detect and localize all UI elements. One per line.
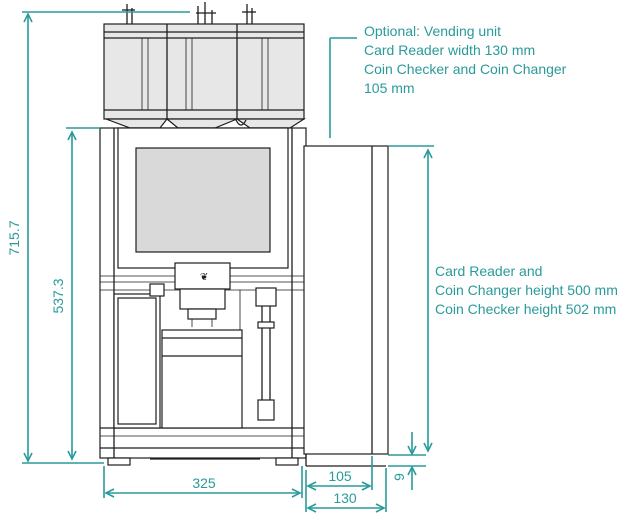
vending-130-label: 130: [333, 490, 357, 506]
foot-gap-label: 9: [391, 473, 407, 481]
grounds-container: [161, 290, 243, 429]
height-note-line-2: Coin Changer height 500 mm: [435, 282, 618, 298]
vending-105-label: 105: [328, 468, 352, 484]
touch-display: [117, 127, 289, 269]
vending-note-line-1: Optional: Vending unit: [364, 23, 501, 39]
dimension-total-height: 715.7: [6, 11, 190, 464]
dimension-vending-width: 105 130: [305, 456, 387, 513]
vending-note-line-3: Coin Checker and Coin Changer: [364, 61, 567, 77]
machine-feet: [107, 457, 299, 466]
height-note: Card Reader and Coin Changer height 500 …: [435, 263, 622, 317]
left-module: [113, 283, 165, 429]
vending-note-leader: [329, 37, 357, 138]
coffee-outlet: ❦: [174, 262, 231, 327]
body-height-label: 537.3: [50, 278, 66, 313]
bean-hoppers: [103, 23, 307, 129]
height-note-line-1: Card Reader and: [435, 263, 542, 279]
height-note-line-3: Coin Checker height 502 mm: [435, 301, 616, 317]
dimension-foot-gap: 9: [388, 432, 426, 490]
total-height-label: 715.7: [6, 220, 22, 255]
dimension-vending-height: [388, 145, 434, 453]
vending-note-line-4: 105 mm: [364, 80, 415, 96]
water-tube: [255, 287, 277, 421]
machine-width-label: 325: [192, 475, 216, 491]
vending-note-line-2: Card Reader width 130 mm: [364, 42, 535, 58]
vending-unit: [303, 145, 389, 467]
dimension-machine-width: 325: [103, 466, 303, 498]
dimension-body-height: 537.3: [50, 127, 100, 461]
vending-note: Optional: Vending unit Card Reader width…: [364, 23, 570, 96]
coffee-machine: ❦: [99, 2, 307, 466]
svg-text:❦: ❦: [200, 272, 208, 283]
bean-hopper-handles: [122, 2, 256, 24]
